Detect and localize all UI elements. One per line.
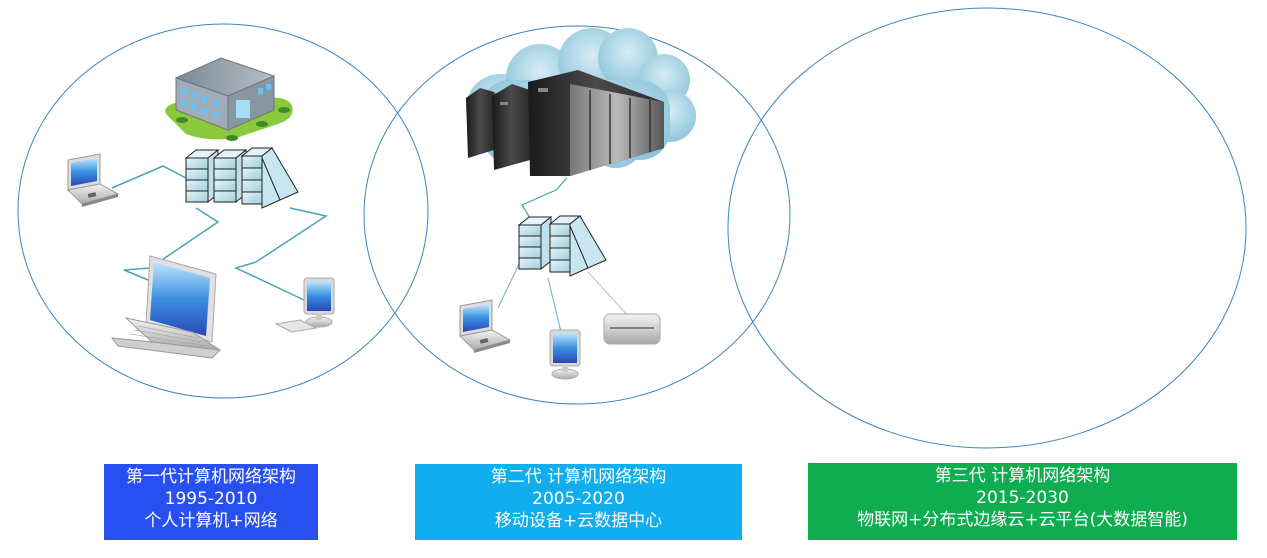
gen2-period: 2005-2020 xyxy=(532,489,625,509)
desktop-monitor-icon xyxy=(274,277,335,333)
cloud-datacenter-icon xyxy=(466,70,664,176)
desktop-monitor-icon xyxy=(549,329,581,380)
gen3-title: 第三代 计算机网络架构 xyxy=(934,466,1111,486)
gen2-label-box: 第二代 计算机网络架构 2005-2020 移动设备+云数据中心 xyxy=(415,464,742,540)
gen1-description: 个人计算机+网络 xyxy=(144,511,278,531)
gen1-boundary-circle xyxy=(17,23,429,399)
gen2-description: 移动设备+云数据中心 xyxy=(494,511,663,531)
gen2-links xyxy=(497,177,631,333)
gen1-title: 第一代计算机网络架构 xyxy=(126,467,296,487)
gen3-label-box: 第三代 计算机网络架构 2015-2030 物联网+分布式边缘云+云平台(大数据… xyxy=(808,463,1237,540)
laptop-icon xyxy=(459,299,511,354)
gen3-description: 物联网+分布式边缘云+云平台(大数据智能) xyxy=(857,510,1188,530)
server-rack-icon xyxy=(185,147,299,209)
gen2-boundary-circle xyxy=(363,25,791,405)
gen3-boundary-circle xyxy=(727,7,1247,449)
laptop-icon xyxy=(67,153,119,208)
gen1-period: 1995-2010 xyxy=(164,489,258,509)
server-rack-icon xyxy=(518,215,607,277)
building-icon xyxy=(165,57,293,141)
gen3-period: 2015-2030 xyxy=(976,488,1069,508)
gen1-label-box: 第一代计算机网络架构 1995-2010 个人计算机+网络 xyxy=(104,464,318,540)
tablet-laptop-icon xyxy=(110,255,222,359)
mini-pc-icon xyxy=(603,313,661,345)
gen2-title: 第二代 计算机网络架构 xyxy=(490,467,667,487)
